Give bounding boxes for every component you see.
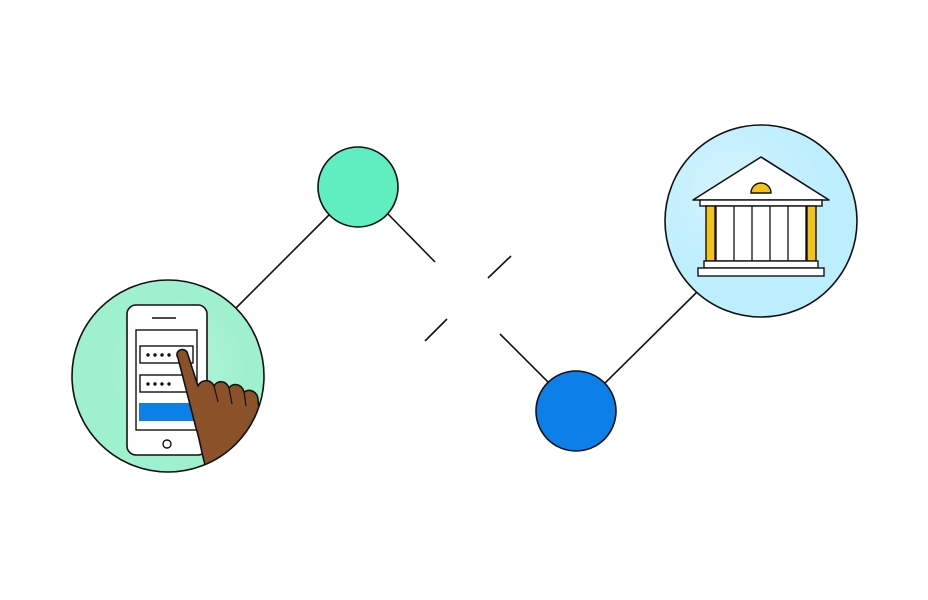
connector-phone-to-green	[235, 213, 331, 309]
connector-to-blue	[499, 333, 551, 385]
phone-login-icon	[71, 279, 265, 473]
green-node-icon	[317, 146, 399, 228]
password-dots-1	[146, 353, 171, 357]
connector-break-dash-bottom	[424, 318, 448, 342]
bank-icon	[664, 124, 858, 318]
connector-lines	[235, 213, 698, 385]
blue-node-icon	[535, 370, 617, 452]
connector-blue-to-bank	[603, 291, 698, 385]
connector-break-dash-top	[487, 255, 512, 279]
password-dots-2	[146, 382, 171, 386]
connector-green-down	[387, 213, 436, 263]
submit-bar-icon	[139, 403, 195, 421]
